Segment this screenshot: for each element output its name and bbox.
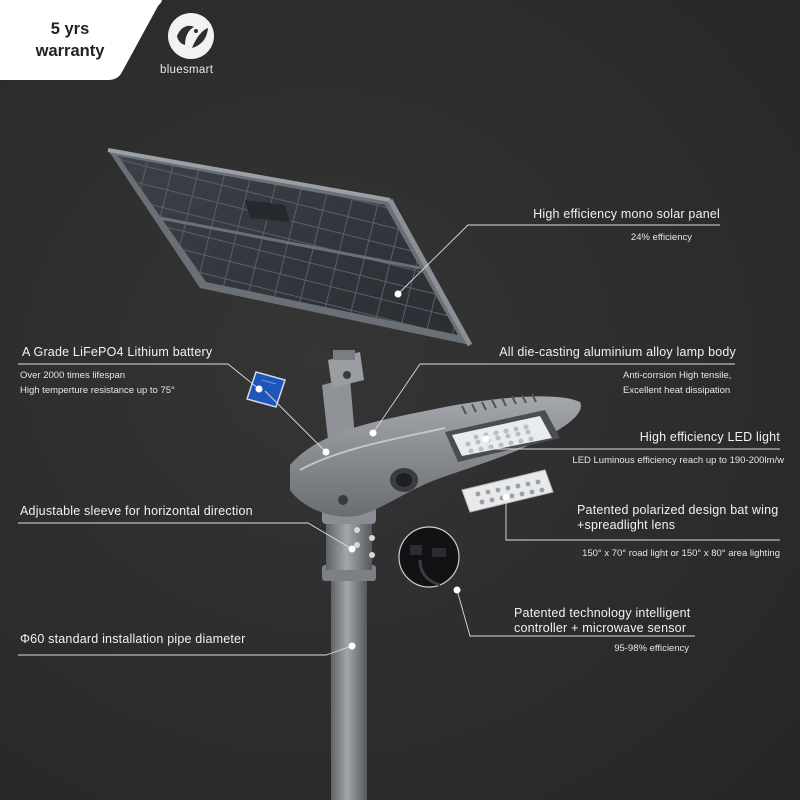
battery-cell-icon [246, 371, 286, 408]
lamp-head [290, 393, 581, 517]
lamp-body-detail-1: Anti-corrsion High tensile, [623, 370, 732, 381]
leaf-bird-logo-icon [168, 13, 214, 59]
pipe-title: Φ60 standard installation pipe diameter [20, 632, 246, 646]
led-light-detail: LED Luminous efficiency reach up to 190-… [572, 455, 784, 466]
led-module [445, 410, 560, 462]
sleeve-title: Adjustable sleeve for horizontal directi… [20, 504, 253, 518]
led-light-title: High efficiency LED light [639, 430, 780, 444]
brand-name: bluesmart [160, 64, 214, 76]
pole [322, 500, 376, 800]
controller-title-2: controller + microwave sensor [514, 621, 687, 635]
warranty-text: 5 yrs warranty [18, 18, 122, 62]
heat-sink-fins [461, 393, 537, 415]
lamp-body-detail-2: Excellent heat dissipation [623, 385, 731, 396]
warranty-badge-shape [0, 0, 162, 80]
controller-detail: 95-98% efficiency [614, 643, 689, 654]
controller-title-1: Patented technology intelligent [514, 606, 691, 620]
warranty-badge: 5 yrs warranty [0, 0, 162, 80]
solar-panel [107, 148, 473, 347]
lamp-body-title: All die-casting aluminium alloy lamp bod… [499, 345, 736, 359]
lens-title-2: +spreadlight lens [577, 518, 676, 532]
battery-detail-2: High temperture resistance up to 75° [20, 385, 175, 396]
warranty-line-2: warranty [35, 42, 105, 60]
lens-module [461, 469, 554, 513]
warranty-line-1: 5 yrs [50, 20, 90, 38]
battery-title: A Grade LiFePO4 Lithium battery [22, 345, 213, 359]
lens-title-1: Patented polarized design bat wing [577, 503, 779, 517]
leader-dots [255, 290, 510, 650]
controller-inset [398, 526, 460, 588]
solar-panel-title: High efficiency mono solar panel [533, 207, 720, 221]
lens-detail: 150° x 70° road light or 150° x 80° area… [582, 548, 780, 559]
solar-panel-detail: 24% efficiency [630, 232, 692, 243]
battery-detail-1: Over 2000 times lifespan [20, 370, 126, 381]
